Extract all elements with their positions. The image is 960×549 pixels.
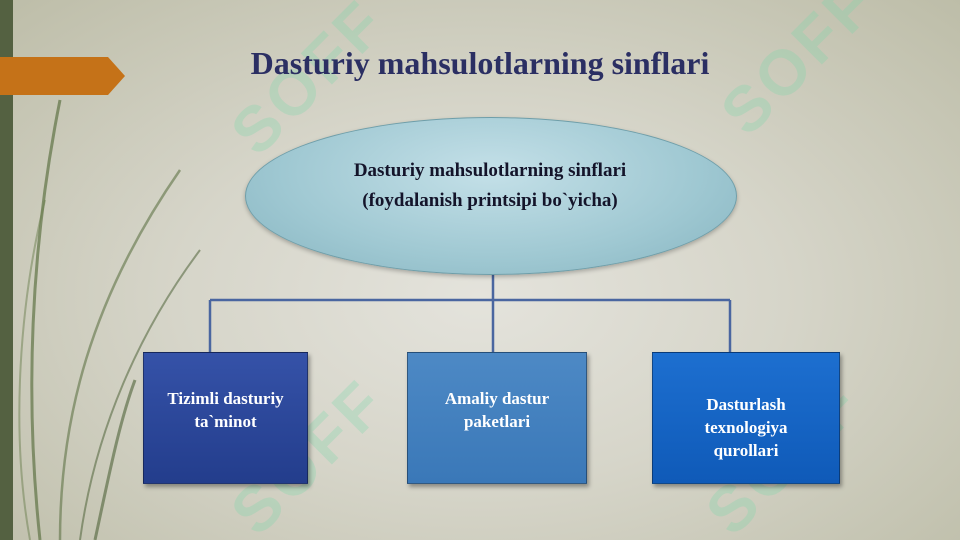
left-accent-bar [0, 0, 13, 540]
root-node-line1: Dasturiy mahsulotlarning sinflari [353, 160, 627, 181]
child-node-programming-tools: Dasturlash texnologiya qurollari [652, 352, 840, 484]
child-node-application-packages: Amaliy dastur paketlari [407, 352, 587, 484]
root-node-line2: (foydalanish printsipi bo`yicha) [362, 190, 618, 211]
child-node-line: texnologiya [704, 418, 788, 437]
child-node-line: Amaliy dastur [444, 389, 550, 408]
child-node-line: ta`minot [194, 412, 257, 431]
slide-title: Dasturiy mahsulotlarning sinflari [250, 45, 710, 81]
orange-arrow-shape [0, 57, 125, 95]
child-node-line: Tizimli dasturiy [167, 389, 284, 408]
root-node-label: Dasturiy mahsulotlarning sinflari (foyda… [245, 156, 735, 216]
child-node-system-software: Tizimli dasturiy ta`minot [143, 352, 308, 484]
root-node-ellipse [245, 117, 737, 275]
child-node-line: Dasturlash [706, 395, 786, 414]
child-node-line: qurollari [713, 441, 779, 460]
child-node-line: paketlari [463, 412, 531, 431]
